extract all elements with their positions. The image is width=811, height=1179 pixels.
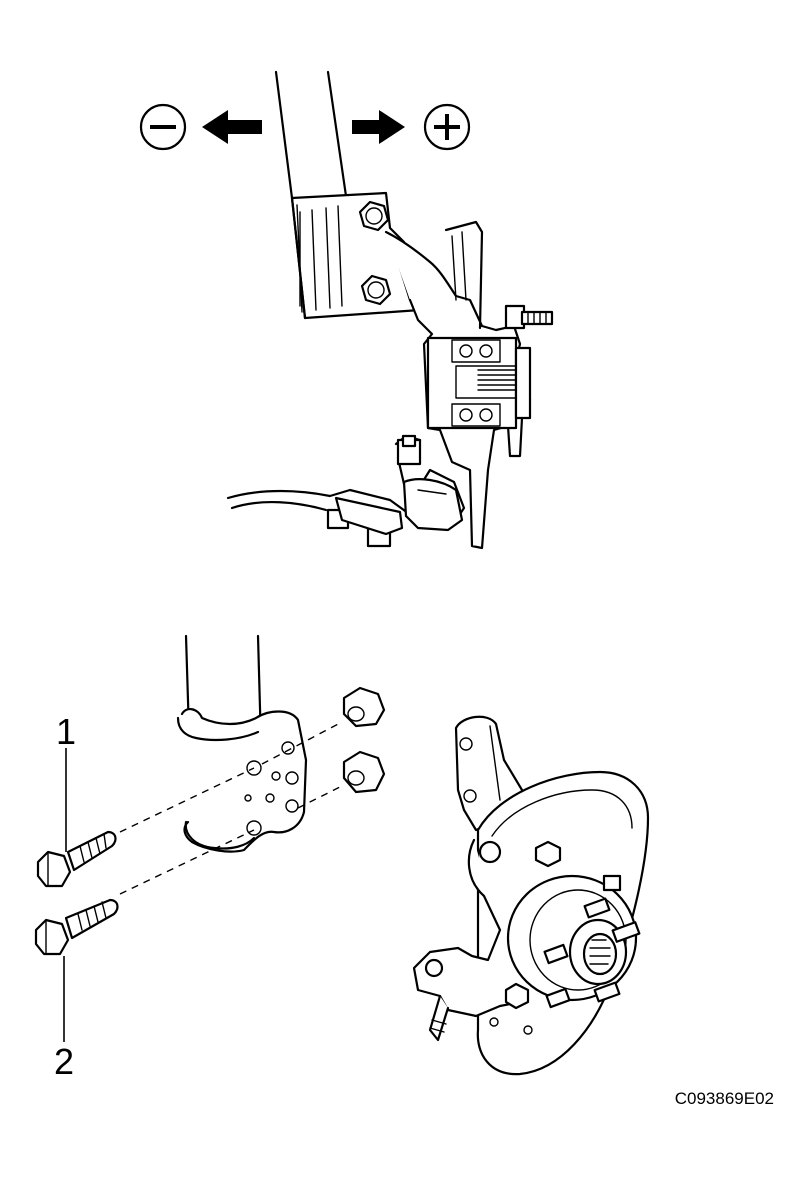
- minus-circle-icon: [139, 103, 187, 151]
- strut-bolts-view: 1 2: [34, 634, 386, 1082]
- plus-circle-icon: [423, 103, 471, 151]
- lower-arm-ball-joint: [226, 434, 466, 548]
- lug-stud: [543, 874, 641, 1009]
- nut-lower: [342, 750, 386, 794]
- nut-upper: [342, 686, 386, 728]
- arrow-right-icon: [352, 110, 405, 144]
- callout-2-label: 2: [54, 1041, 74, 1082]
- bolt-2: [34, 898, 119, 956]
- strut-bracket: [290, 191, 422, 320]
- bolt-1: [36, 830, 117, 888]
- figure-code: C093869E02: [675, 1089, 774, 1108]
- stud-bolt: [504, 304, 554, 330]
- strut-tube: [274, 70, 348, 200]
- strut-clamp-bracket: [176, 708, 308, 853]
- steering-knuckle-top: [384, 220, 532, 550]
- callout-1-label: 1: [56, 711, 76, 752]
- arrow-left-icon: [202, 110, 262, 144]
- camber-adjustment-view: [139, 70, 554, 550]
- knuckle-hub-view: [412, 715, 650, 1076]
